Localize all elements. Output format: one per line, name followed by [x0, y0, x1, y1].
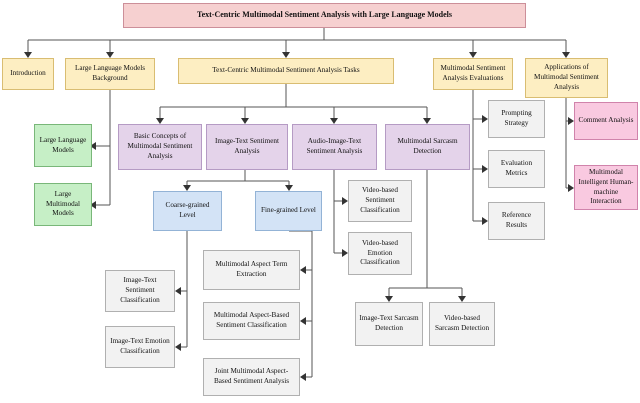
application-label: Comment Analysis [578, 116, 634, 125]
arrow-joint-multimodal-aspect-based-sentiment-analysis [300, 373, 306, 381]
task-label: Audio-Image-Text Sentiment Analysis [306, 137, 363, 155]
section-node-introduction[interactable]: Introduction [2, 58, 54, 90]
task-label: Multimodal Sarcasm Detection [397, 137, 458, 155]
task-node-audio-image-text-sentiment-analysis[interactable]: Audio-Image-Text Sentiment Analysis [292, 124, 377, 170]
model-node-large-language-models[interactable]: Large Language Models [34, 124, 92, 167]
leaf-node-multimodal-aspect-based-sentiment-classification[interactable]: Multimodal Aspect-Based Sentiment Classi… [203, 302, 300, 340]
task-label: Image-Text Sentiment Analysis [215, 137, 279, 155]
section-label: Applications of Multimodal Sentiment Ana… [534, 63, 599, 91]
granularity-label: Fine-grained Level [261, 206, 316, 215]
task-label: Basic Concepts of Multimodal Sentiment A… [127, 132, 193, 160]
model-node-large-multimodal-models[interactable]: Large Multimodal Models [34, 183, 92, 226]
leaf-label: Evaluation Metrics [500, 159, 533, 177]
root-label: Text-Centric Multimodal Sentiment Analys… [196, 10, 453, 20]
leaf-node-video-based-emotion-classification[interactable]: Video-based Emotion Classification [348, 232, 412, 275]
task-node-image-text-sentiment-analysis[interactable]: Image-Text Sentiment Analysis [206, 124, 288, 170]
model-label: Large Language Models [39, 135, 87, 154]
arrow-multimodal-aspect-based-sentiment-classification [300, 317, 306, 325]
section-node-llm-background[interactable]: Large Language Models Background [65, 58, 155, 90]
leaf-node-joint-multimodal-aspect-based-sentiment-analysis[interactable]: Joint Multimodal Aspect-Based Sentiment … [203, 358, 300, 396]
arrow-multimodal-aspect-term-extraction [300, 266, 306, 274]
section-label: Large Language Models Background [74, 64, 146, 82]
task-node-multimodal-sarcasm-detection[interactable]: Multimodal Sarcasm Detection [385, 124, 470, 170]
section-label: Introduction [10, 69, 46, 78]
leaf-label: Image-Text Sentiment Classification [120, 276, 160, 304]
arrow-image-text-sentiment-classification [175, 287, 181, 295]
leaf-label: Joint Multimodal Aspect-Based Sentiment … [213, 367, 290, 385]
leaf-node-multimodal-aspect-term-extraction[interactable]: Multimodal Aspect Term Extraction [203, 250, 300, 290]
section-node-applications[interactable]: Applications of Multimodal Sentiment Ana… [525, 58, 608, 98]
leaf-label: Multimodal Aspect-Based Sentiment Classi… [213, 311, 290, 329]
section-node-evaluations[interactable]: Multimodal Sentiment Analysis Evaluation… [433, 58, 513, 90]
application-label: Multimodal Intelligent Human-machine Int… [578, 168, 634, 206]
task-node-basic-concepts[interactable]: Basic Concepts of Multimodal Sentiment A… [118, 124, 202, 170]
leaf-label: Video-based Sarcasm Detection [434, 314, 490, 332]
section-label: Multimodal Sentiment Analysis Evaluation… [440, 64, 506, 82]
section-node-tasks[interactable]: Text-Centric Multimodal Sentiment Analys… [178, 58, 394, 84]
leaf-node-reference-results[interactable]: Reference Results [488, 202, 545, 240]
granularity-label: Coarse-grained Level [165, 201, 210, 219]
model-label: Large Multimodal Models [46, 189, 80, 218]
leaf-label: Video-based Emotion Classification [360, 238, 400, 267]
arrow-image-text-emotion-classification [175, 343, 181, 351]
leaf-node-video-based-sarcasm-detection[interactable]: Video-based Sarcasm Detection [429, 302, 495, 346]
root-node[interactable]: Text-Centric Multimodal Sentiment Analys… [123, 3, 526, 28]
leaf-label: Prompting Strategy [501, 109, 532, 127]
leaf-node-image-text-sentiment-classification[interactable]: Image-Text Sentiment Classification [105, 270, 175, 312]
section-label: Text-Centric Multimodal Sentiment Analys… [212, 66, 360, 75]
leaf-label: Image-Text Sarcasm Detection [359, 314, 419, 332]
leaf-node-prompting-strategy[interactable]: Prompting Strategy [488, 100, 545, 138]
leaf-node-image-text-sarcasm-detection[interactable]: Image-Text Sarcasm Detection [355, 302, 423, 346]
leaf-node-evaluation-metrics[interactable]: Evaluation Metrics [488, 150, 545, 188]
leaf-label: Image-Text Emotion Classification [110, 337, 170, 355]
granularity-node-coarse-grained[interactable]: Coarse-grained Level [153, 191, 222, 231]
leaf-label: Video-based Sentiment Classification [360, 186, 400, 214]
leaf-label: Multimodal Aspect Term Extraction [215, 260, 288, 278]
application-node-multimodal-intelligent-human-machine-interaction[interactable]: Multimodal Intelligent Human-machine Int… [574, 165, 638, 210]
granularity-node-fine-grained[interactable]: Fine-grained Level [255, 191, 322, 231]
leaf-node-video-based-sentiment-classification[interactable]: Video-based Sentiment Classification [348, 180, 412, 222]
leaf-label: Reference Results [501, 211, 532, 229]
leaf-node-image-text-emotion-classification[interactable]: Image-Text Emotion Classification [105, 326, 175, 368]
application-node-comment-analysis[interactable]: Comment Analysis [574, 102, 638, 140]
